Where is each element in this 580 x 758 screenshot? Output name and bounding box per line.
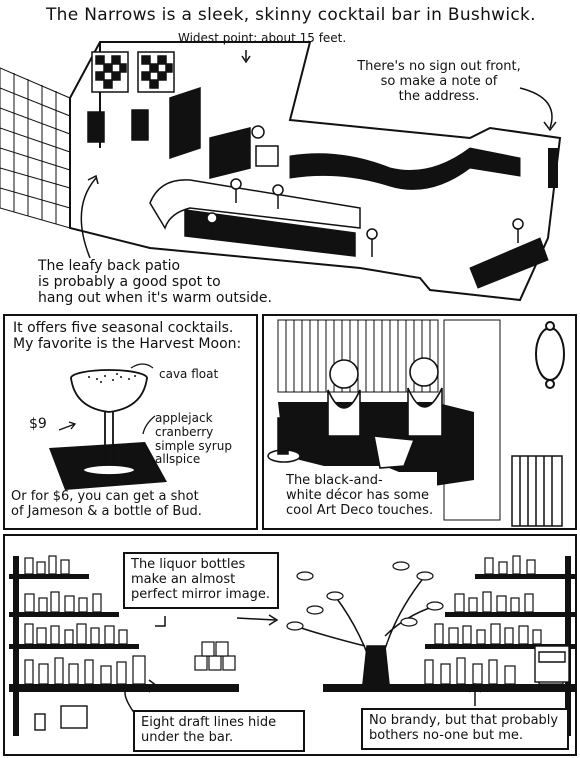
liquor-drawing xyxy=(9,555,575,736)
bar-counter xyxy=(149,179,361,257)
ingredient: cranberry xyxy=(155,424,214,439)
ingredient: applejack xyxy=(155,411,213,425)
intro-line: My favorite is the Harvest Moon: xyxy=(13,336,242,353)
side-table xyxy=(267,417,301,463)
caption-arrows xyxy=(124,614,482,715)
window-blinds xyxy=(277,319,439,393)
ingredient: simple syrup xyxy=(155,438,232,453)
radiator xyxy=(511,455,563,527)
footer-line: Or for $6, you can get a shot xyxy=(11,489,199,504)
price-label: $9 xyxy=(29,416,47,432)
page-title: The Narrows is a sleek, skinny cocktail … xyxy=(46,5,536,25)
front-booth xyxy=(469,237,549,289)
draft-line: under the bar. xyxy=(141,729,234,745)
draft-box xyxy=(34,705,88,731)
patio-note: The leafy back patio is probably a good … xyxy=(38,258,272,306)
cava-bubbles xyxy=(88,373,136,383)
no-sign-line: so make a note of xyxy=(380,73,498,89)
footer-line: of Jameson & a bottle of Bud. xyxy=(11,503,202,519)
no-sign-line: There's no sign out front, xyxy=(357,59,521,74)
bottles-caption: The liquor bottles make an almost perfec… xyxy=(123,552,279,609)
patron-figures xyxy=(206,178,524,257)
patio-line: hang out when it's warm outside. xyxy=(38,290,272,307)
cocktail-footer: Or for $6, you can get a shot of Jameson… xyxy=(11,489,202,520)
left-bottles xyxy=(24,555,146,685)
bottles-line: The liquor bottles xyxy=(131,557,246,572)
cocktail-drawing xyxy=(49,363,167,490)
no-sign-line: the address. xyxy=(398,88,480,104)
intro-line: It offers five seasonal cocktails. xyxy=(13,320,234,336)
plant-leaves xyxy=(286,561,444,631)
panel-cocktail: It offers five seasonal cocktails. My fa… xyxy=(3,314,258,530)
draft-line: Eight draft lines hide xyxy=(141,715,277,730)
cocktail-arrows xyxy=(58,363,156,435)
annotation-arrows xyxy=(80,50,557,259)
cava-float-label: cava float xyxy=(159,367,219,381)
no-sign-note: There's no sign out front, so make a not… xyxy=(354,59,524,105)
front-door xyxy=(548,148,558,188)
stacked-glasses xyxy=(194,641,236,671)
brandy-line: bothers no-one but me. xyxy=(369,727,523,743)
ingredients-list: applejack cranberry simple syrup allspic… xyxy=(155,411,232,467)
cash-register xyxy=(534,645,570,683)
decor-line: white décor has some xyxy=(286,487,430,503)
floor-plan-drawing xyxy=(0,41,562,302)
patio-line: The leafy back patio xyxy=(38,258,181,274)
restrooms xyxy=(87,51,175,143)
widest-point-note: Widest point: about 15 feet. xyxy=(178,31,347,45)
cocktail-intro: It offers five seasonal cocktails. My fa… xyxy=(13,320,241,352)
bottles-line: make an almost xyxy=(131,571,236,587)
panel-liquor: The liquor bottles make an almost perfec… xyxy=(3,534,577,756)
decor-line: The black-and- xyxy=(286,473,383,488)
patio-line: is probably a good spot to xyxy=(38,274,221,291)
decor-drawing xyxy=(267,319,565,527)
banquette xyxy=(289,147,521,190)
center-plant xyxy=(294,575,436,685)
couple xyxy=(327,357,443,469)
ingredient: allspice xyxy=(155,452,201,467)
brandy-line: No brandy, but that probably xyxy=(369,713,559,728)
draft-lines-caption: Eight draft lines hide under the bar. xyxy=(133,710,305,752)
brandy-caption: No brandy, but that probably bothers no-… xyxy=(361,708,569,750)
panel-floor-plan: Widest point: about 15 feet. There's no … xyxy=(0,28,580,310)
panel-decor: The black-and- white décor has some cool… xyxy=(262,314,577,530)
left-shelves xyxy=(9,556,239,736)
decor-line: cool Art Deco touches. xyxy=(286,502,434,518)
bottles-line: perfect mirror image. xyxy=(131,586,271,602)
patio-tile-grid xyxy=(0,67,71,229)
coupe-glass xyxy=(70,369,148,476)
back-booths xyxy=(169,86,279,179)
wall-mirror xyxy=(535,321,565,389)
decor-caption: The black-and- white décor has some cool… xyxy=(282,472,438,521)
